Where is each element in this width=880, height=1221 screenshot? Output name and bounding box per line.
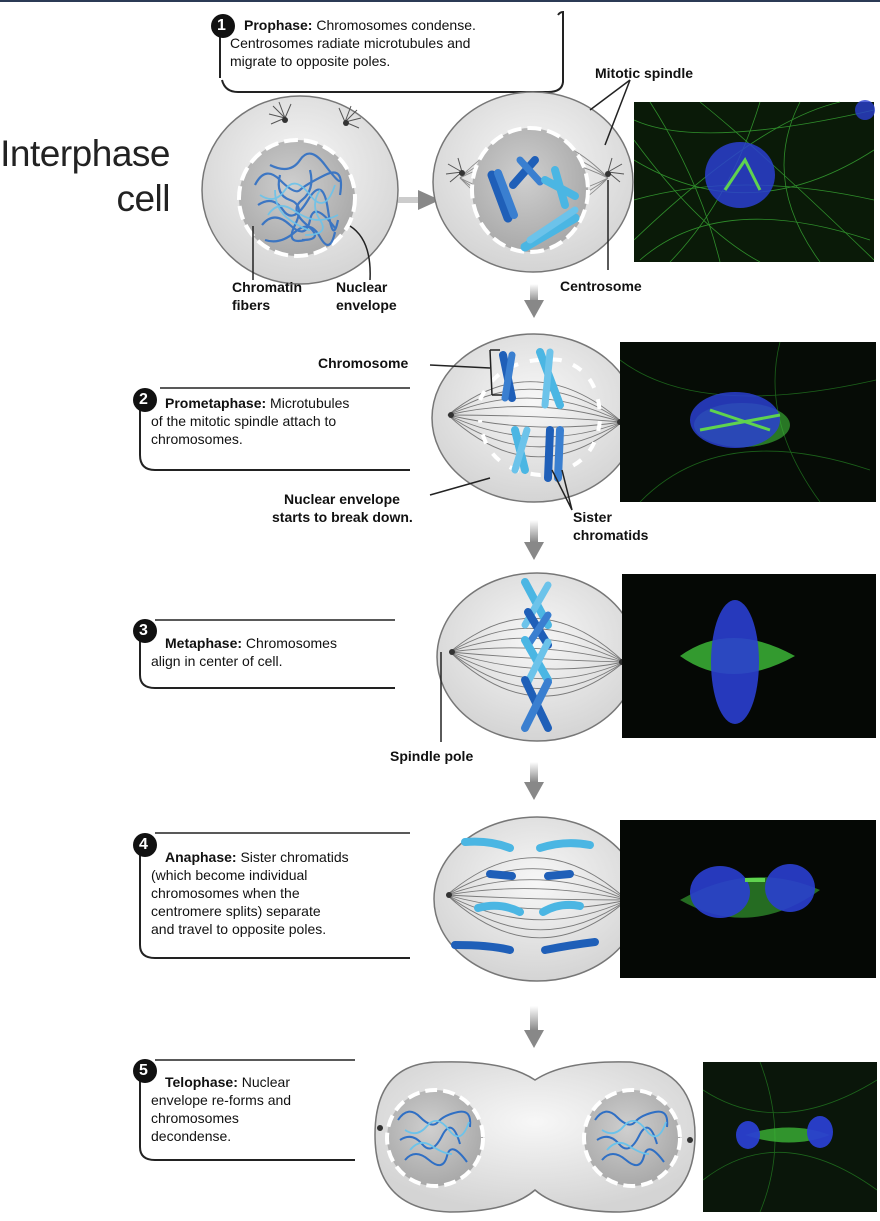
stage-3-number: 3 bbox=[139, 622, 148, 640]
anaphase-line2: (which become individual bbox=[151, 866, 307, 884]
sister-chromatids-label-1: Sister bbox=[573, 508, 612, 526]
prometaphase-callout: Prometaphase: Microtubules bbox=[165, 394, 349, 412]
telophase-callout: Telophase: Nuclear bbox=[165, 1073, 290, 1091]
centrosome-label: Centrosome bbox=[560, 277, 642, 295]
stage-4-number: 4 bbox=[139, 836, 148, 854]
telophase-name: Telophase: bbox=[165, 1074, 238, 1090]
prophase-callout: Prophase: Chromosomes condense. bbox=[244, 16, 476, 34]
telophase-line4: decondense. bbox=[151, 1127, 231, 1145]
prometaphase-cell bbox=[430, 334, 636, 510]
anaphase-line3: chromosomes when the bbox=[151, 884, 300, 902]
arrow-2 bbox=[524, 284, 544, 318]
nuclear-envelope-label-1: Nuclear bbox=[336, 278, 387, 296]
prophase-line1: Chromosomes condense. bbox=[316, 17, 476, 33]
anaphase-cell bbox=[434, 817, 640, 981]
sister-chromatids-label-2: chromatids bbox=[573, 526, 648, 544]
chromatin-label-1: Chromatin bbox=[232, 278, 302, 296]
micrograph-anaphase bbox=[620, 820, 876, 978]
arrow-3 bbox=[524, 520, 544, 560]
arrow-5 bbox=[524, 1006, 544, 1048]
stage-5-number: 5 bbox=[139, 1062, 148, 1080]
micrograph-prometaphase bbox=[620, 342, 876, 502]
telophase-cell bbox=[375, 1062, 695, 1212]
anaphase-name: Anaphase: bbox=[165, 849, 237, 865]
anaphase-line5: and travel to opposite poles. bbox=[151, 920, 326, 938]
spindle-pole-label: Spindle pole bbox=[390, 747, 473, 765]
micrograph-telophase bbox=[703, 1062, 877, 1212]
prophase-line3: migrate to opposite poles. bbox=[230, 52, 390, 70]
chromatin-label-2: fibers bbox=[232, 296, 270, 314]
micrograph-metaphase bbox=[622, 574, 876, 738]
prophase-name: Prophase: bbox=[244, 17, 312, 33]
prophase-cell bbox=[433, 80, 633, 272]
stage-2-number: 2 bbox=[139, 391, 148, 409]
metaphase-line1: Chromosomes bbox=[246, 635, 337, 651]
micrograph-prophase bbox=[634, 100, 875, 262]
anaphase-line1: Sister chromatids bbox=[240, 849, 348, 865]
metaphase-cell bbox=[437, 573, 637, 742]
anaphase-callout: Anaphase: Sister chromatids bbox=[165, 848, 349, 866]
telophase-line3: chromosomes bbox=[151, 1109, 239, 1127]
prometaphase-line3: chromosomes. bbox=[151, 430, 243, 448]
metaphase-line2: align in center of cell. bbox=[151, 652, 283, 670]
arrow-4 bbox=[524, 762, 544, 800]
prometaphase-line1: Microtubules bbox=[270, 395, 349, 411]
chromosome-label: Chromosome bbox=[318, 354, 408, 372]
nuclear-envelope-label-2: envelope bbox=[336, 296, 397, 314]
anaphase-line4: centromere splits) separate bbox=[151, 902, 321, 920]
metaphase-callout: Metaphase: Chromosomes bbox=[165, 634, 337, 652]
mitotic-spindle-label: Mitotic spindle bbox=[595, 64, 693, 82]
nuclear-envelope-break-label-1: Nuclear envelope bbox=[284, 490, 400, 508]
stage-1-number: 1 bbox=[217, 17, 226, 35]
interphase-cell bbox=[202, 96, 398, 284]
prometaphase-name: Prometaphase: bbox=[165, 395, 266, 411]
nuclear-envelope-break-label-2: starts to break down. bbox=[272, 508, 413, 526]
telophase-line2: envelope re-forms and bbox=[151, 1091, 291, 1109]
prophase-line2: Centrosomes radiate microtubules and bbox=[230, 34, 470, 52]
metaphase-name: Metaphase: bbox=[165, 635, 242, 651]
telophase-line1: Nuclear bbox=[242, 1074, 290, 1090]
prometaphase-line2: of the mitotic spindle attach to bbox=[151, 412, 336, 430]
